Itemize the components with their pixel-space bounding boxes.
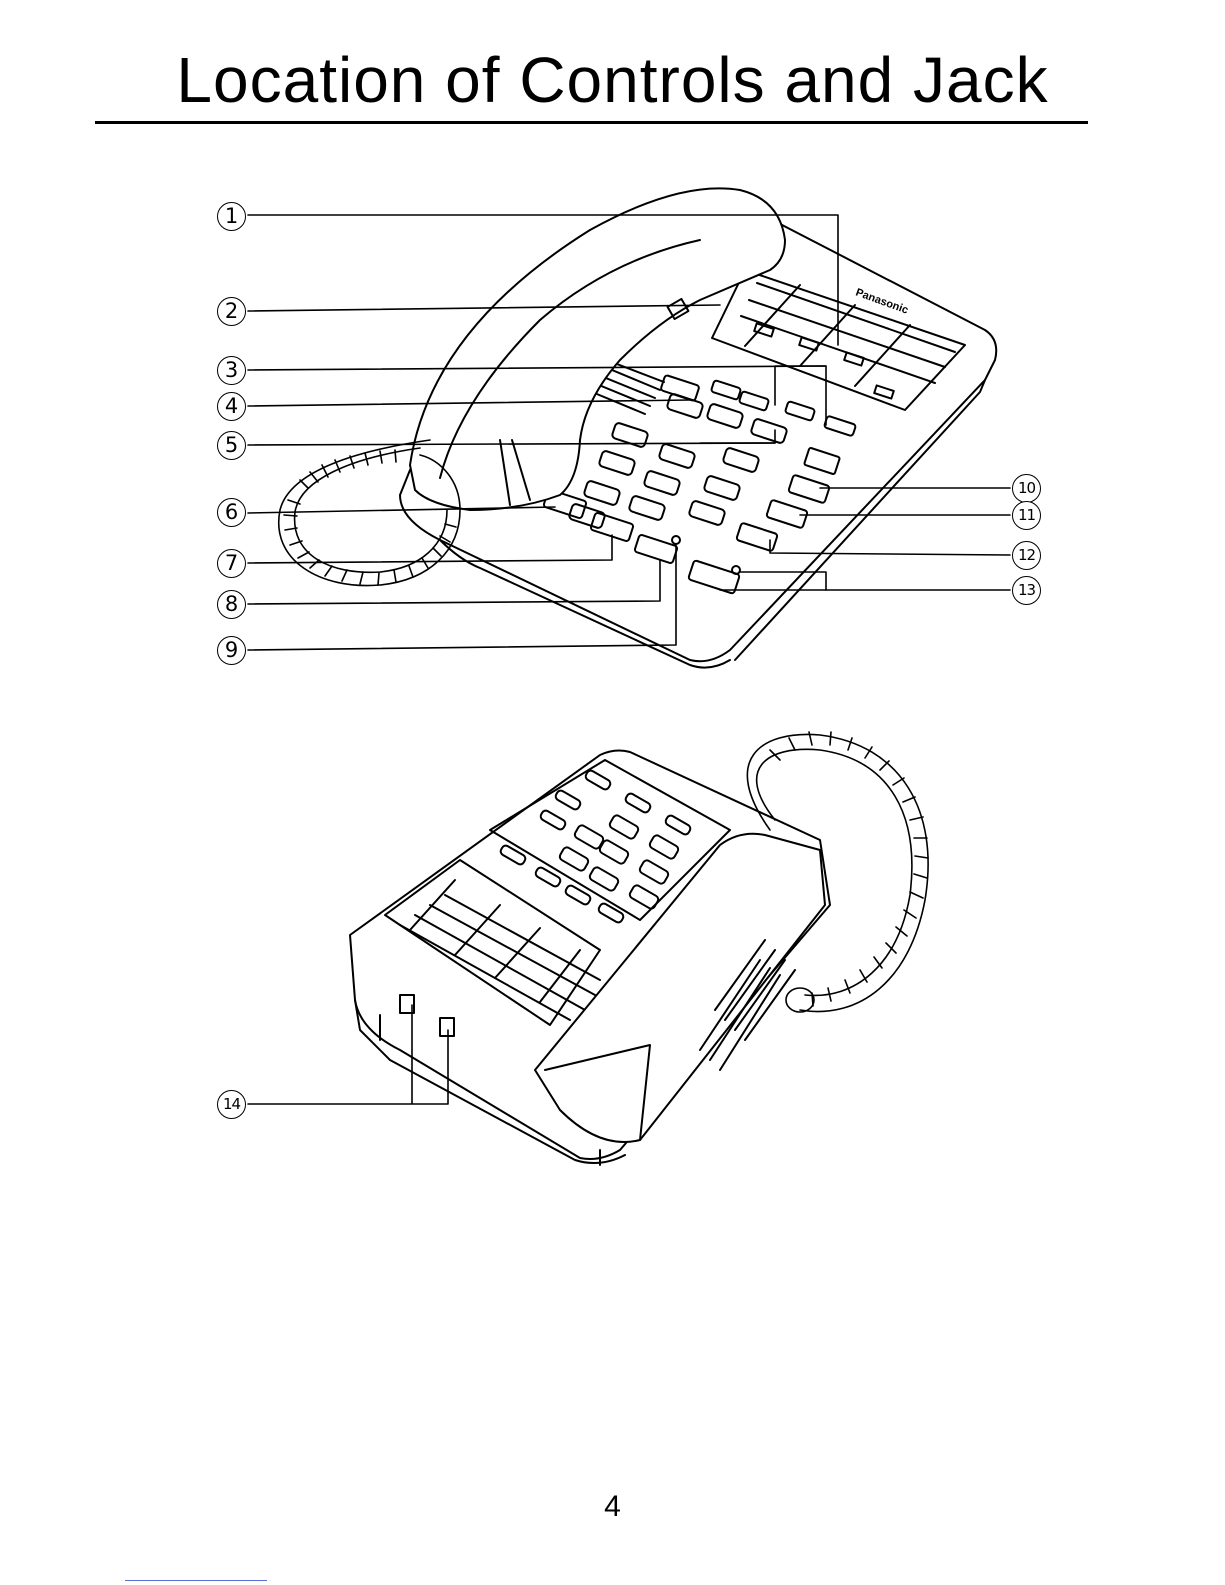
callout-12: 12 — [1012, 541, 1041, 570]
footer-line — [125, 1580, 267, 1581]
callout-14: 14 — [217, 1090, 246, 1119]
callout-8: 8 — [217, 590, 246, 619]
callout-1: 1 — [217, 202, 246, 231]
callout-3: 3 — [217, 356, 246, 385]
callout-9: 9 — [217, 636, 246, 665]
callout-4: 4 — [217, 392, 246, 421]
callout-5: 5 — [217, 431, 246, 460]
callout-13: 13 — [1012, 576, 1041, 605]
telephone-back-view — [350, 732, 928, 1165]
callout-10: 10 — [1012, 474, 1041, 503]
page-number: 4 — [0, 1490, 1225, 1524]
callout-2: 2 — [217, 297, 246, 326]
callout-6: 6 — [217, 498, 246, 527]
callout-7: 7 — [217, 549, 246, 578]
callout-11: 11 — [1012, 501, 1041, 530]
telephone-front-view: Panasonic — [279, 188, 997, 667]
